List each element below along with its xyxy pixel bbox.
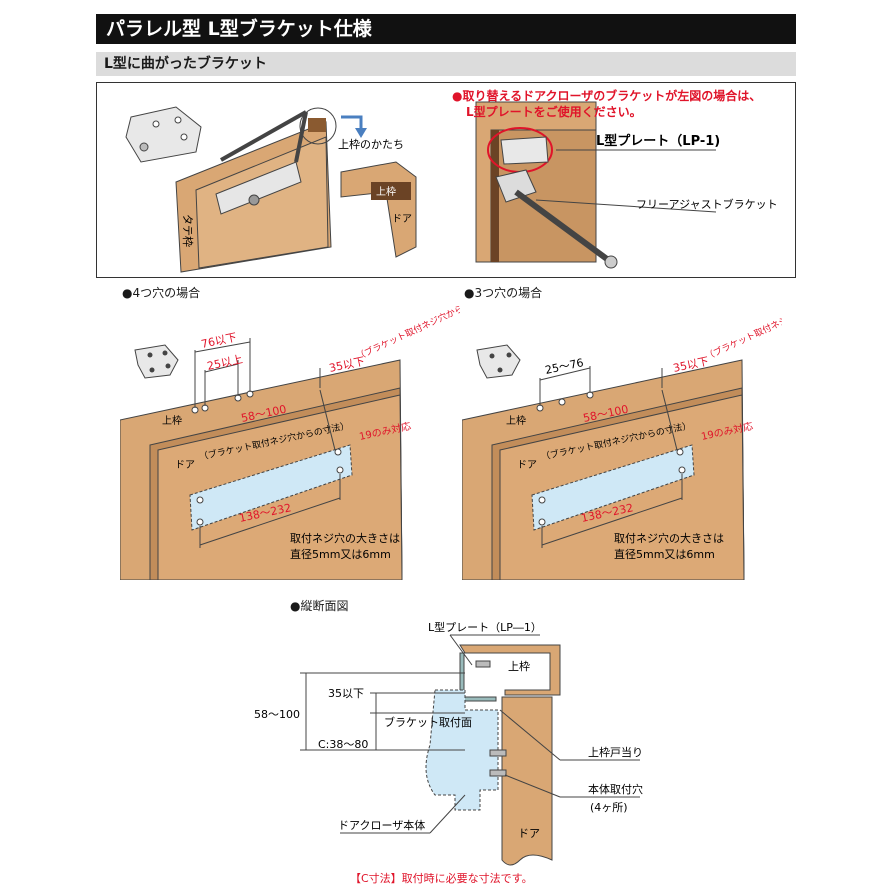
l-plate-label-section: L型プレート（LP―1）: [428, 620, 542, 634]
screw-note-line2-4: 直径5mm又は6mm: [290, 547, 391, 561]
vertical-frame-label: タテ枠: [181, 214, 195, 247]
section-heading: L型に曲がったブラケット: [96, 52, 796, 76]
bracket-note-4: （ブラケット取付ネジ穴から上枠戸当り下面までの寸法）: [354, 300, 460, 363]
bracket-note-4-text: （ブラケット取付ネジ穴から上枠戸当り下面までの寸法）: [354, 300, 460, 363]
door-label-section: ドア: [518, 827, 540, 840]
l-plate-label-top: L型プレート（LP-1): [596, 133, 720, 149]
bracket-face-label: ブラケット取付面: [384, 715, 472, 729]
three-hole-diagram: 25～76 上枠 35以下 （ブラケット取付ネジ穴から上枠戸当り下面までの寸法）…: [462, 300, 782, 580]
caption-section-view: ●縦断面図: [290, 599, 349, 613]
top-panel-illustration: タテ枠 上枠のかたち 上枠 ドア L型プレート（LP-1) フリーアジャストブラ…: [125, 101, 778, 273]
upper-frame-label-top: 上枠: [376, 185, 396, 198]
frame-shape-label: 上枠のかたち: [338, 137, 404, 151]
dim-35-section: 35以下: [328, 687, 364, 700]
door-label-3: ドア: [517, 460, 537, 471]
plate-three: [531, 444, 695, 531]
footer-note: 【C寸法】取付時に必要な寸法です。: [350, 872, 533, 885]
bracket-note-3-text: （ブラケット取付ネジ穴から上枠戸当り下面までの寸法）: [703, 300, 782, 363]
screw-note-line2-3: 直径5mm又は6mm: [614, 547, 715, 561]
plate-four: [189, 444, 353, 531]
closer-body-left: [215, 161, 302, 215]
upper-frame-label-3: 上枠: [506, 414, 526, 427]
notice-line-1: ●取り替えるドアクローザのブラケットが左図の場合は、: [452, 89, 762, 103]
caption-four-hole: ●4つ穴の場合: [122, 286, 201, 300]
upper-frame-label-4: 上枠: [162, 414, 182, 427]
section-view-diagram: 上枠 ドア 58～100 35以下 ブラケット取付面 C:38～80 L型プレー…: [254, 620, 643, 866]
frame-stop-label: 上枠戸当り: [588, 745, 643, 759]
upper-frame-label-section: 上枠: [508, 659, 530, 673]
four-hole-diagram: 76以下 25以上 上枠 35以下 （ブラケット取付ネジ穴から上枠戸当り下面まで…: [120, 300, 460, 580]
dim-58-100-section: 58～100: [254, 708, 300, 721]
screw-note-line1-4: 取付ネジ穴の大きさは: [290, 531, 400, 545]
body-holes-label-1: 本体取付穴: [588, 782, 643, 796]
dim-c-label: C:38～80: [318, 738, 368, 751]
top-panel: [96, 82, 796, 278]
free-adjust-bracket-label: フリーアジャストブラケット: [636, 197, 778, 211]
door-label-top: ドア: [392, 214, 412, 225]
bracket-note-3: （ブラケット取付ネジ穴から上枠戸当り下面までの寸法）: [703, 300, 782, 363]
screw-note-line1-3: 取付ネジ穴の大きさは: [614, 531, 724, 545]
closer-body-label: ドアクローザ本体: [338, 818, 425, 832]
page-title: パラレル型 L型ブラケット仕様: [96, 14, 796, 44]
body-holes-label-2: (4ヶ所): [590, 801, 628, 814]
bracket-four-hole-left: [125, 106, 202, 163]
frame-detail-circle: [299, 107, 337, 145]
caption-three-hole: ●3つ穴の場合: [464, 286, 543, 300]
notice-text: ●取り替えるドアクローザのブラケットが左図の場合は、 L型プレートをご使用くださ…: [452, 88, 792, 120]
notice-line-2: L型プレートをご使用ください。: [466, 105, 642, 119]
door-label-4: ドア: [175, 460, 195, 471]
